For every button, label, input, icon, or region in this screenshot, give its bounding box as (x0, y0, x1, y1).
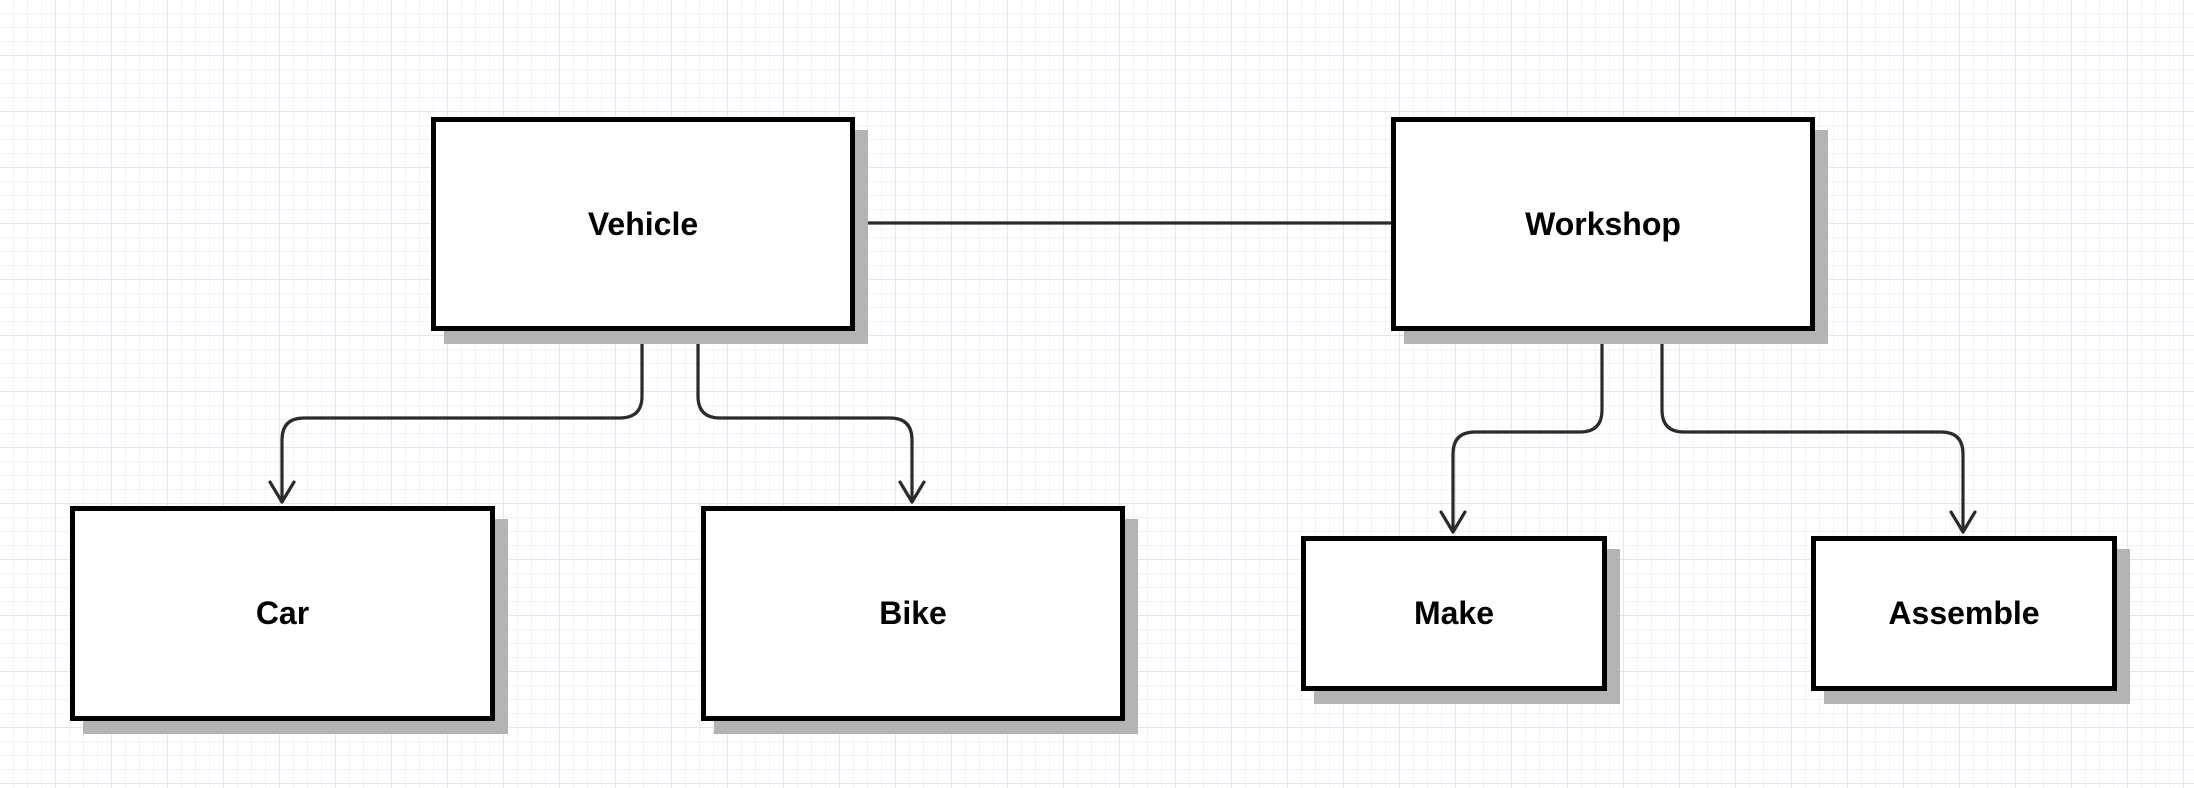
edge-workshop-make[interactable] (1451, 329, 1604, 534)
node-vehicle-label: Vehicle (587, 205, 699, 242)
node-assemble[interactable]: Assemble (1811, 536, 2117, 691)
arrowhead-bike-icon (898, 480, 926, 504)
node-vehicle[interactable]: Vehicle (431, 117, 855, 331)
arrowhead-car-icon (268, 480, 296, 504)
arrowhead-assemble-icon (1949, 510, 1977, 534)
edge-vehicle-car[interactable] (280, 329, 644, 504)
node-car[interactable]: Car (70, 506, 495, 721)
node-assemble-label: Assemble (1888, 595, 2040, 631)
edge-vehicle-bike[interactable] (696, 329, 914, 504)
edge-workshop-assemble[interactable] (1660, 329, 1965, 534)
node-workshop[interactable]: Workshop (1391, 117, 1815, 331)
node-car-label: Car (255, 595, 310, 631)
node-make[interactable]: Make (1301, 536, 1607, 691)
arrowhead-make-icon (1439, 510, 1467, 534)
node-make-label: Make (1413, 595, 1495, 631)
node-bike[interactable]: Bike (701, 506, 1125, 721)
node-workshop-label: Workshop (1525, 205, 1681, 242)
node-bike-label: Bike (879, 595, 947, 631)
